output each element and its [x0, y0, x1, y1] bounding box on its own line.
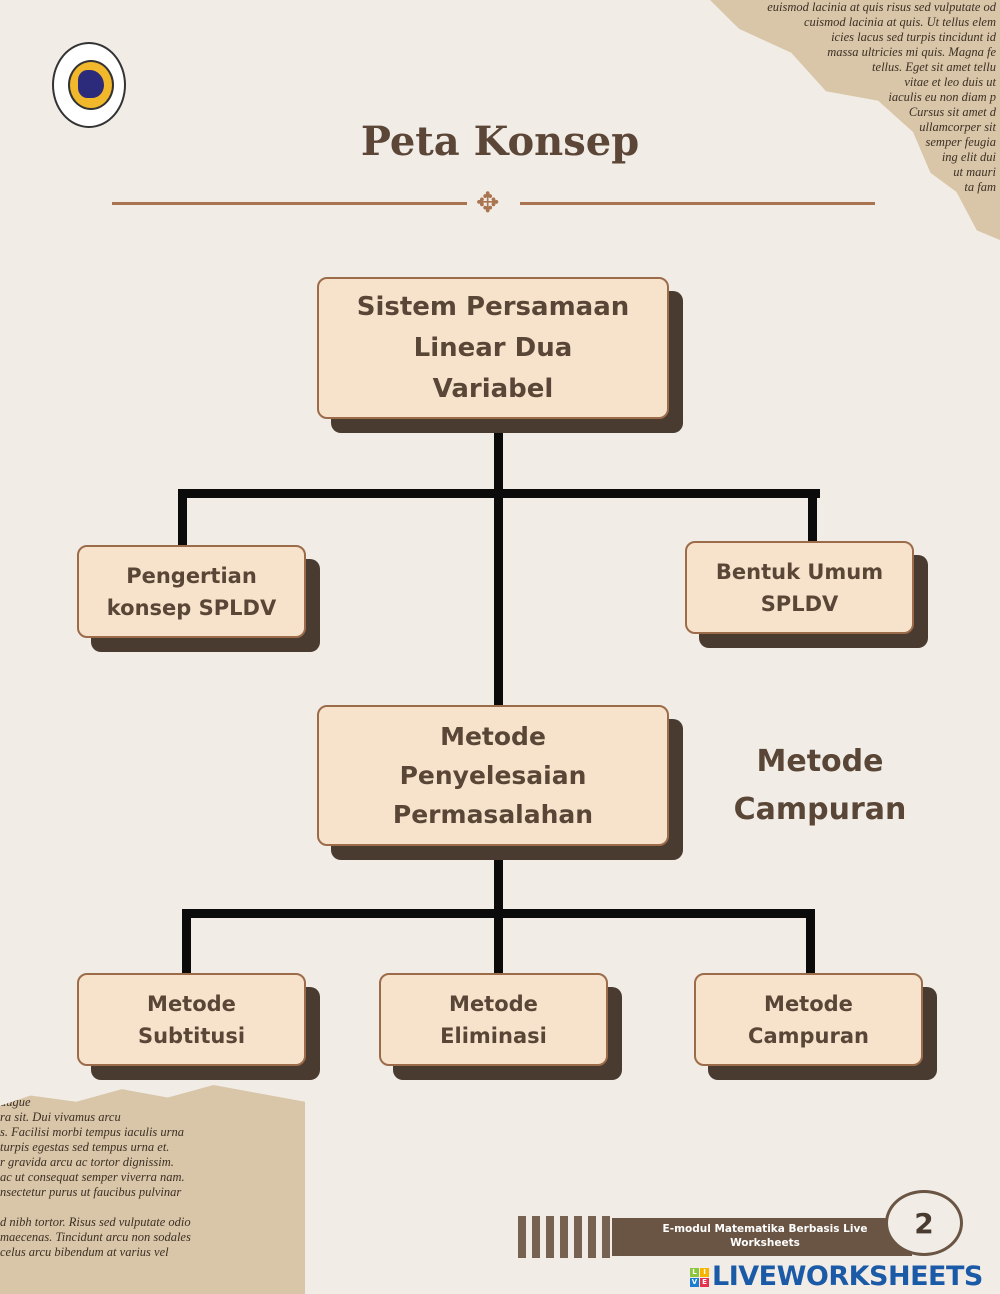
connector — [182, 909, 814, 918]
divider-left — [112, 202, 467, 205]
page-title: Peta Konsep — [360, 118, 640, 165]
university-logo — [52, 42, 126, 128]
node-root: Sistem Persamaan Linear Dua Variabel — [317, 277, 669, 419]
tile: I — [700, 1267, 709, 1277]
tile: V — [690, 1277, 699, 1287]
page-number: 2 — [885, 1190, 963, 1256]
node-definition: Pengertian konsep SPLDV — [77, 545, 306, 638]
tile: E — [700, 1277, 709, 1287]
divider-right — [520, 202, 875, 205]
connector — [808, 489, 817, 543]
footer-text: E-modul Matematika Berbasis Live Workshe… — [662, 1223, 868, 1249]
footer-bar — [612, 1218, 912, 1256]
ornament-icon: ✥ — [476, 186, 500, 219]
node-general-form: Bentuk Umum SPLDV — [685, 541, 914, 634]
liveworksheets-logo-icon: L I V E — [690, 1267, 709, 1287]
node-mixed: Metode Campuran — [694, 973, 923, 1066]
connector — [806, 909, 815, 975]
liveworksheets-watermark: L I V E LIVEWORKSHEETS — [690, 1262, 983, 1292]
floating-label: Metode Campuran — [733, 744, 907, 827]
pixel-decoration — [518, 1216, 613, 1258]
watermark-word: LIVEWORKSHEETS — [712, 1261, 983, 1292]
tile: L — [690, 1267, 699, 1277]
decorative-text: euismod lacinia at quis risus sed vulput… — [767, 0, 996, 194]
connector — [182, 909, 191, 975]
connector — [494, 418, 503, 708]
node-methods: Metode Penyelesaian Permasalahan — [317, 705, 669, 846]
node-substitution: Metode Subtitusi — [77, 973, 306, 1066]
node-elimination: Metode Eliminasi — [379, 973, 608, 1066]
connector — [178, 489, 187, 547]
connector — [178, 489, 820, 498]
